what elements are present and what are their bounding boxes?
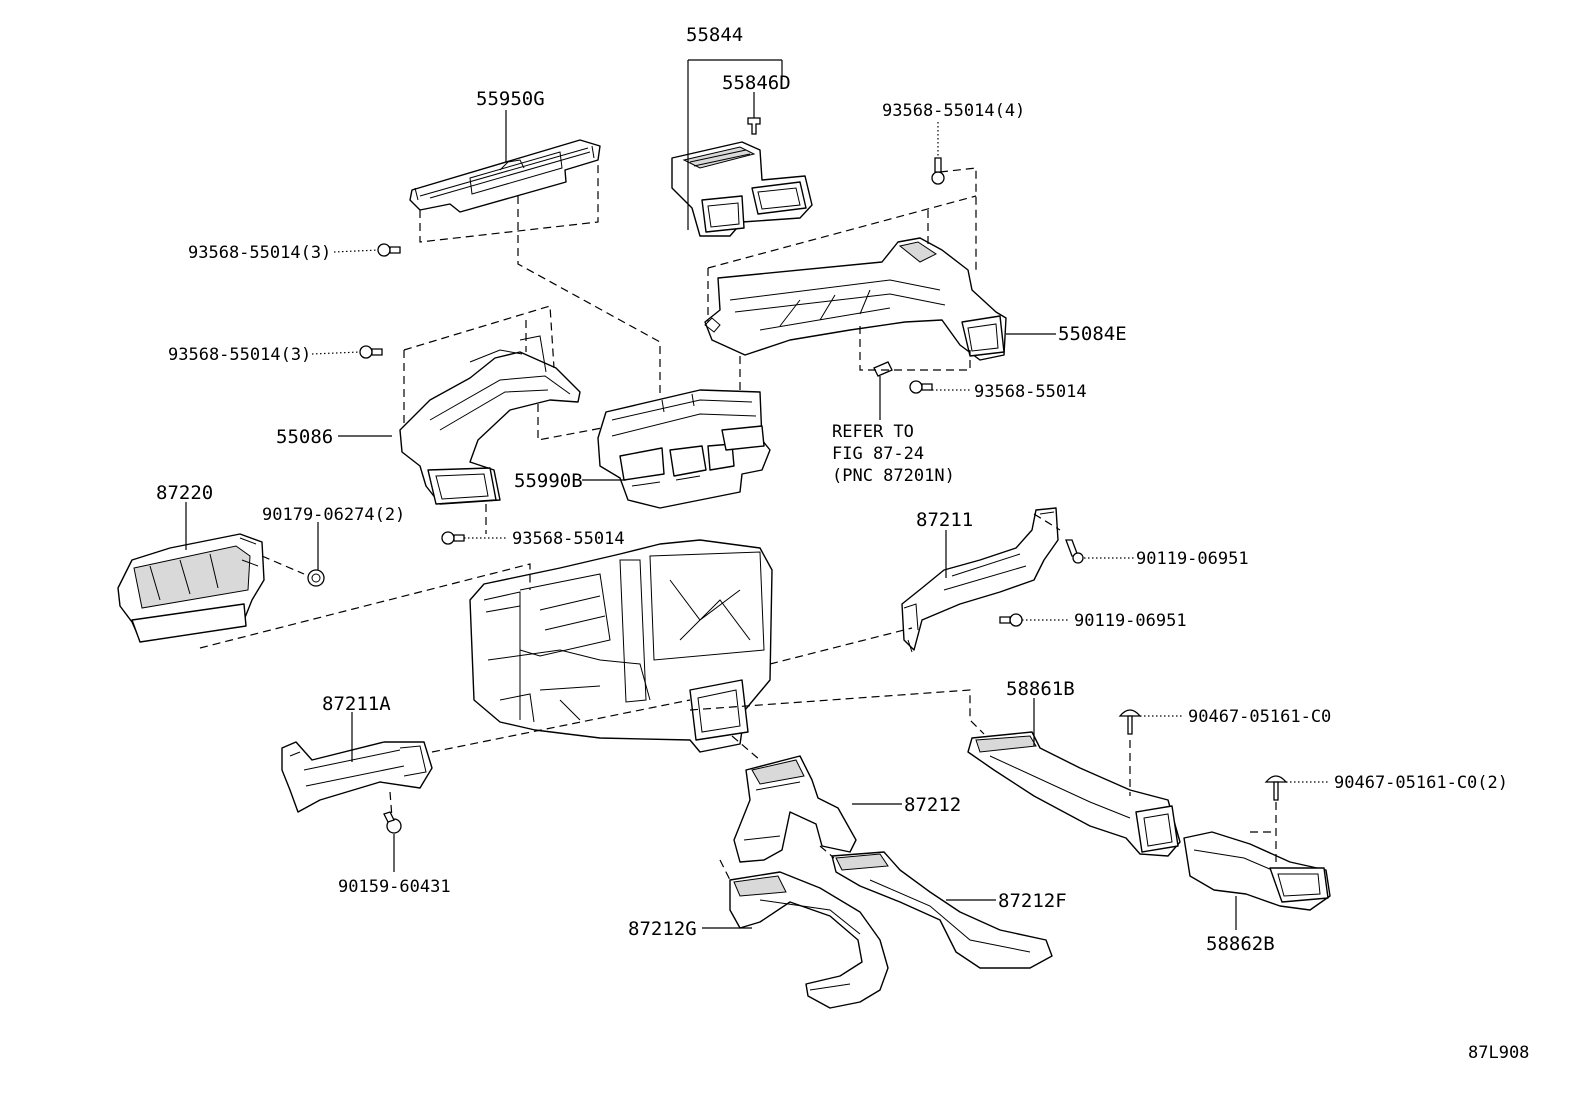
leader-lines [185,59,1237,930]
bolt-90159-60431 [383,811,402,834]
label-87211a: 87211A [322,693,391,715]
dotted-leaders [311,122,1330,783]
bolt-93568-55014-lower [441,531,465,545]
label-55846d: 55846D [722,72,791,94]
label-87212g: 87212G [628,918,697,940]
label-93568-55014-right: 93568-55014 [974,382,1087,402]
side-duct-55086 [399,335,581,505]
label-90119-06951-b: 90119-06951 [1074,611,1187,631]
label-87220: 87220 [156,482,213,504]
screw-90119-06951-a [1065,539,1084,564]
floor-duct-87212f [831,851,1053,969]
label-90159-60431: 90159-60431 [338,877,451,897]
reference-note-line-3: (PNC 87201N) [832,466,955,486]
reference-note: REFER TO FIG 87-24 (PNC 87201N) [832,422,955,486]
label-58862b: 58862B [1206,933,1275,955]
side-duct-87211a [281,741,433,813]
label-90467-05161-c0-a: 90467-05161-C0 [1188,707,1331,727]
label-93568-55014-3-top: 93568-55014(3) [188,243,331,263]
label-55844: 55844 [686,24,743,46]
nut-90179-06274 [307,569,325,587]
floor-duct-87212g [729,871,889,1009]
filter-case-87220 [117,533,265,643]
clip-90467-05161-c0-a [1118,709,1142,735]
label-90119-06951-a: 90119-06951 [1136,549,1249,569]
assembly-lines [199,160,1277,881]
defroster-nozzle-part [671,141,813,237]
clip-90467-05161-c0-b [1264,775,1288,801]
reference-note-line-2: FIG 87-24 [832,444,924,464]
reference-note-line-1: REFER TO [832,422,914,442]
label-55950g: 55950G [476,88,545,110]
rear-duct-58861b [967,731,1181,857]
label-55084e: 55084E [1058,323,1127,345]
label-93568-55014-lower: 93568-55014 [512,529,625,549]
label-87212: 87212 [904,794,961,816]
rear-duct-58862b [1183,831,1331,911]
label-87212f: 87212F [998,890,1067,912]
side-duct-87211 [901,507,1059,653]
label-90467-05161-c0-b: 90467-05161-C0(2) [1334,773,1508,793]
label-93568-55014-4: 93568-55014(4) [882,101,1025,121]
label-55990b: 55990B [514,470,583,492]
label-90179-06274: 90179-06274(2) [262,505,405,525]
floor-duct-87212 [733,755,857,863]
label-87211: 87211 [916,509,973,531]
clip-55846d [747,117,761,135]
clip-refer-fig [873,361,893,377]
center-register-55990b [597,389,771,509]
label-93568-55014-3-mid: 93568-55014(3) [168,345,311,365]
bolt-93568-55014-3-mid [359,345,383,359]
bolt-93568-55014-3-top [377,243,401,257]
bolt-93568-55014-4 [931,157,945,185]
label-58861b: 58861B [1006,678,1075,700]
upper-duct-55950g [409,139,601,213]
bolt-93568-55014-right [909,380,933,394]
hvac-unit [469,539,773,753]
label-55086: 55086 [276,426,333,448]
rear-duct-55084e [704,237,1007,361]
figure-code: 87L908 [1468,1043,1529,1063]
screw-90119-06951-b [999,613,1023,627]
